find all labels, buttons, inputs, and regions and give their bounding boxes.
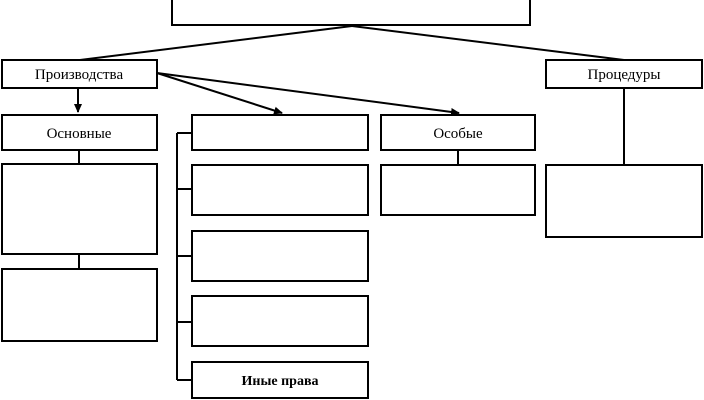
link-top-procedury <box>351 25 625 61</box>
node-inye-prava-label: Иные права <box>241 374 318 389</box>
node-mid2 <box>191 164 369 216</box>
arrow-proizvodstva-osobye <box>156 72 460 116</box>
node-mid4 <box>191 295 369 347</box>
node-osnovnye-label: Основные <box>47 126 112 142</box>
node-proizvodstva: Производства <box>1 59 158 89</box>
node-procedury: Процедуры <box>545 59 703 89</box>
node-osnovnye: Основные <box>1 114 158 151</box>
arrow-proizvodstva-mid1 <box>156 72 283 115</box>
node-osnovnye-sub2 <box>1 268 158 342</box>
node-osnovnye-sub1 <box>1 163 158 255</box>
node-procedury-label: Процедуры <box>587 67 660 83</box>
node-osobye: Особые <box>380 114 536 151</box>
link-top-proizvodstva <box>79 25 353 61</box>
node-mid1 <box>191 114 369 151</box>
node-osobye-sub <box>380 164 536 216</box>
connectors <box>74 25 625 381</box>
node-mid3 <box>191 230 369 282</box>
node-procedury-sub <box>545 164 703 238</box>
node-osobye-label: Особые <box>433 126 483 142</box>
node-proizvodstva-label: Производства <box>35 67 124 83</box>
node-top <box>171 0 531 26</box>
node-inye-prava: Иные права <box>191 361 369 399</box>
